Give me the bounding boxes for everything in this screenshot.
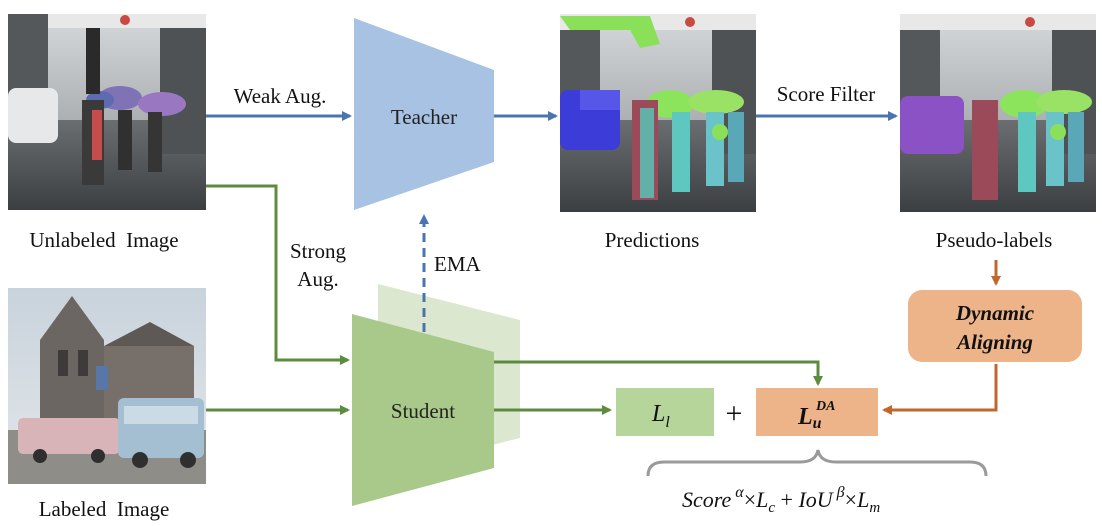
- unlabeled-loss-box: [756, 388, 878, 436]
- pseudo-labels-image: [900, 14, 1096, 212]
- formula-score: Score: [682, 487, 732, 512]
- student-to-lu-arrow: [494, 360, 823, 386]
- teacher-label: Teacher: [391, 105, 457, 129]
- labeled-loss-sub: l: [665, 414, 670, 431]
- strong-aug-arrow: [206, 184, 350, 365]
- score-filter-label: Score Filter: [777, 82, 876, 106]
- dynamic-to-lu-arrow: [882, 364, 998, 415]
- dynamic-aligning-line1: Dynamic: [955, 301, 1035, 325]
- formula-alpha: α: [735, 484, 744, 501]
- formula-Lc: L: [755, 487, 768, 512]
- formula-Lm: L: [856, 487, 869, 512]
- formula-times2: ×: [845, 487, 857, 512]
- formula-c: c: [768, 500, 775, 516]
- labeled-loss-symbol: Ll: [651, 401, 670, 431]
- unlabeled-image: [8, 14, 206, 210]
- unlabeled-loss-sup: DA: [815, 399, 835, 414]
- formula-iou: IoU: [797, 487, 834, 512]
- formula-plus: +: [775, 487, 798, 512]
- predictions-image: [560, 14, 756, 212]
- pseudo-labels-caption: Pseudo-labels: [936, 228, 1053, 252]
- strong-aug-label-2: Aug.: [297, 267, 338, 291]
- weak-aug-label: Weak Aug.: [234, 84, 327, 108]
- formula-m: m: [869, 500, 880, 516]
- unlabeled-image-caption: Unlabeled Image: [29, 228, 178, 252]
- predictions-caption: Predictions: [605, 228, 700, 252]
- unlabeled-loss-L: L: [797, 404, 813, 430]
- formula-beta: β: [836, 484, 845, 501]
- unlabeled-loss-sub: u: [813, 415, 822, 432]
- teacher-module: [354, 18, 494, 210]
- labeled-loss-box: [616, 388, 714, 436]
- formula-brace: [646, 449, 988, 477]
- dynamic-aligning-line2: Aligning: [955, 330, 1033, 354]
- strong-aug-label-1: Strong: [290, 239, 347, 263]
- formula-times1: ×: [744, 487, 756, 512]
- labeled-loss-L: L: [651, 401, 665, 427]
- student-label: Student: [391, 399, 455, 423]
- unlabeled-loss-symbol: Lu: [797, 404, 822, 432]
- dynamic-aligning-box: [908, 290, 1082, 362]
- student-module: [352, 314, 494, 506]
- loss-plus: +: [726, 397, 743, 430]
- labeled-image-caption: Labeled Image: [39, 497, 170, 521]
- labeled-image: [8, 288, 206, 484]
- ema-label: EMA: [434, 252, 482, 276]
